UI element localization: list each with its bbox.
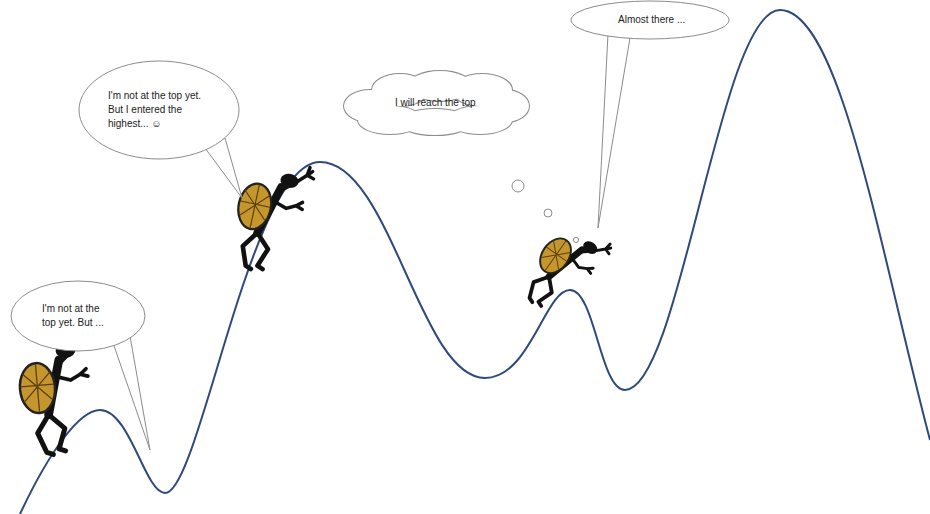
bubble-outline <box>11 281 145 351</box>
speech-tail <box>112 336 150 450</box>
landscape-curve <box>20 10 930 514</box>
thought-dot <box>512 180 524 192</box>
climber-figure <box>226 155 316 278</box>
bubble-text: Almost there ... <box>618 13 718 27</box>
climber-figure <box>515 215 614 323</box>
cloud-bump <box>358 106 422 134</box>
bubble-text: I'm not at the top yet. But ... <box>42 302 116 330</box>
speech-bubble <box>10 280 146 352</box>
cloud-bump <box>358 106 422 134</box>
bubble-outline <box>79 61 239 159</box>
bubble-text: I will reach the top <box>395 96 515 110</box>
bubble-outline <box>571 1 729 39</box>
bubble-text: I'm not at the top yet. But I entered th… <box>108 89 210 131</box>
thought-cloud: I will reach the top <box>340 70 530 136</box>
thought-dot <box>544 209 552 217</box>
speech-bubble: I'm not at the top yet. But ... <box>10 280 146 352</box>
speech-bubble: I'm not at the top yet. But I entered th… <box>78 60 240 160</box>
speech-tail <box>598 34 630 228</box>
thought-dot <box>574 238 579 243</box>
speech-bubble: Almost there ... <box>570 0 730 40</box>
